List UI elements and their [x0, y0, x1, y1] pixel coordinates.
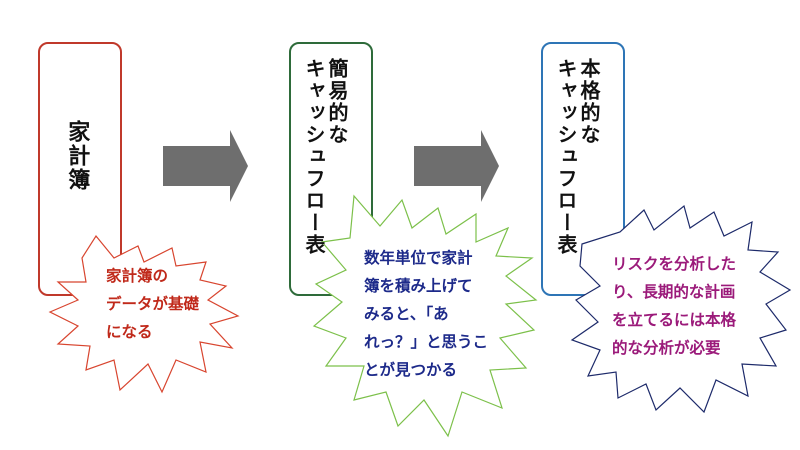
stage2-label-line1: 簡易的な	[325, 58, 349, 146]
stage2-note-line5: とが見つかる	[364, 361, 458, 379]
stage3-note: リスクを分析した り、長期的な計画 を立てるには本格 的な分析が必要	[612, 250, 736, 362]
arrow-1	[163, 130, 248, 202]
stage1-note-line3: になる	[106, 323, 153, 341]
stage3-label-line2: キャッシュフロー表	[554, 58, 578, 256]
arrow-2	[414, 130, 499, 202]
stage2-note-line4: れっ？」と思うこ	[364, 333, 489, 351]
stage3-note-line2: り、長期的な計画	[612, 283, 736, 301]
burst-2	[312, 194, 538, 438]
stage1-label: 家計簿	[64, 120, 90, 192]
stage1-note-line1: 家計簿の	[106, 267, 169, 285]
stage2-note: 数年単位で家計 簿を積み上げて みると、「あ れっ？」と思うこ とが見つかる	[364, 244, 488, 384]
stage1-box	[38, 42, 122, 296]
stage1-note: 家計簿の データが基礎 になる	[106, 262, 199, 346]
stage1-note-line2: データが基礎	[106, 295, 200, 313]
stage2-box	[289, 42, 373, 296]
stage3-note-line3: を立てるには本格	[612, 311, 737, 329]
stage2-note-line3: みると、「あ	[364, 305, 449, 323]
burst-3	[570, 204, 792, 414]
stage3-note-line1: リスクを分析した	[612, 255, 737, 273]
stage3-label: 本格的な キャッシュフロー表	[554, 58, 601, 256]
stage3-note-line4: 的な分析が必要	[612, 339, 721, 357]
burst-1	[48, 234, 240, 394]
stage3-label-line1: 本格的な	[577, 58, 601, 146]
stage2-label: 簡易的な キャッシュフロー表	[302, 58, 349, 256]
stage2-note-line1: 数年単位で家計	[364, 249, 473, 267]
stage2-label-line2: キャッシュフロー表	[302, 58, 326, 256]
stage2-note-line2: 簿を積み上げて	[364, 277, 473, 295]
